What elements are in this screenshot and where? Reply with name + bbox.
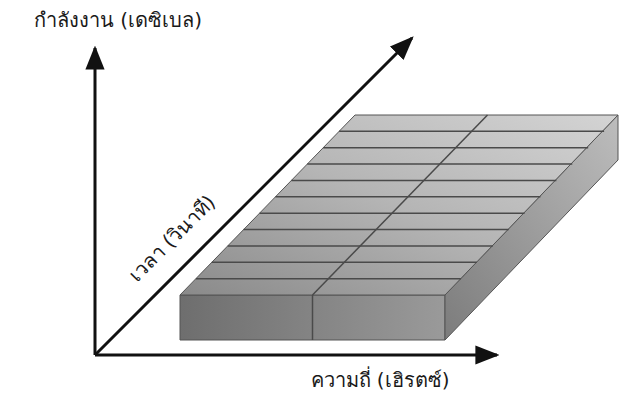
- grid-line: [313, 115, 488, 295]
- spectrum-slab: [180, 115, 618, 340]
- power-axis: [94, 48, 97, 355]
- axis-label: กำลังงาน (เดซิเบล): [31, 8, 205, 32]
- time-axis: [95, 38, 412, 355]
- grid-line: [312, 295, 314, 340]
- frequency-axis: [95, 354, 497, 357]
- slab-front: [180, 295, 445, 340]
- slab-grid: [196, 115, 604, 340]
- axis-label: ความถี่ (เฮิรตซ์): [308, 368, 453, 392]
